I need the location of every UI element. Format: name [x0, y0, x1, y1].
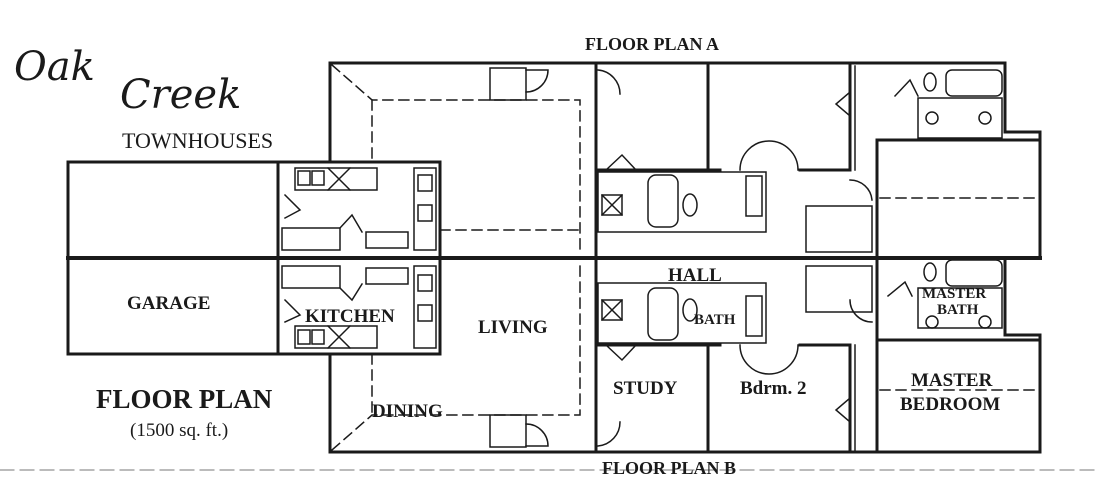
- living-walls: [328, 61, 622, 454]
- heading-plan-a: FLOOR PLAN A: [585, 34, 720, 54]
- room-kitchen: KITCHEN: [305, 306, 395, 327]
- logo-word-creek: Creek: [120, 72, 242, 118]
- room-dining: DINING: [372, 401, 443, 422]
- room-living: LIVING: [478, 317, 548, 338]
- hall-baths: [597, 140, 799, 375]
- heading-plan-b: FLOOR PLAN B: [602, 458, 737, 478]
- kitchen-counters: [281, 166, 437, 350]
- room-master-bath-line2: BATH: [937, 302, 979, 318]
- room-study: STUDY: [613, 378, 678, 399]
- room-master-bedroom-line1: MASTER: [911, 370, 993, 391]
- room-garage: GARAGE: [127, 293, 211, 314]
- room-bedroom-2: Bdrm. 2: [740, 378, 807, 399]
- room-bath: BATH: [694, 312, 736, 328]
- brand-logo-2: Creek: [120, 72, 241, 118]
- master-dashes: [879, 197, 1036, 391]
- logo-word-oak: Oak: [14, 44, 95, 90]
- ceiling-dashes: [330, 63, 581, 452]
- master-walls: [848, 61, 1042, 454]
- brand-tagline: TOWNHOUSES: [122, 128, 274, 153]
- entry-doors: [489, 67, 621, 448]
- room-hall: HALL: [668, 265, 722, 286]
- heading-floor-plan: FLOOR PLAN: [96, 384, 273, 414]
- room-master-bedroom-line2: BEDROOM: [900, 394, 1001, 415]
- brand-logo: Oak: [14, 44, 95, 90]
- room-master-bath-line1: MASTER: [922, 286, 987, 302]
- closets: [805, 65, 873, 451]
- master-baths: [886, 69, 1003, 329]
- heading-area: (1500 sq. ft.): [130, 420, 229, 441]
